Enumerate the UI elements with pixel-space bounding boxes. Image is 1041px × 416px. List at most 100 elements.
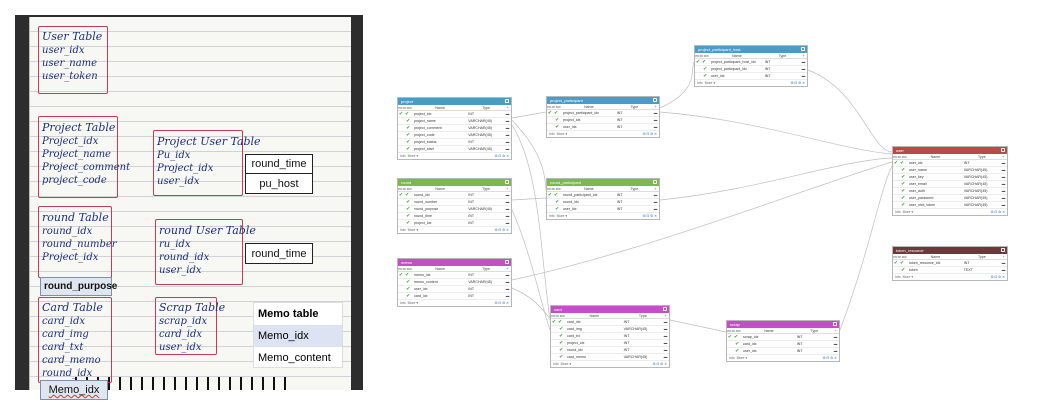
checkmark-icon[interactable]: ✔ <box>901 195 906 201</box>
add-column-icon[interactable]: + <box>664 313 667 318</box>
erd-table-header[interactable]: token_resource <box>893 247 1007 254</box>
add-column-icon[interactable]: + <box>1002 154 1005 159</box>
remove-column-icon[interactable]: ▬ <box>653 111 658 115</box>
checkmark-icon[interactable]: ✔ <box>406 199 411 205</box>
erd-row-flags[interactable]: ✔ <box>551 347 565 353</box>
erd-row-flags[interactable]: ✔ <box>727 348 741 354</box>
checkmark-icon[interactable]: ✔ <box>901 181 906 187</box>
checkmark-icon[interactable]: ✔ <box>703 66 708 72</box>
erd-footer-more-label[interactable]: More ▾ <box>556 214 568 218</box>
erd-row-flags[interactable]: ✔ <box>727 341 741 347</box>
table-settings-icon[interactable] <box>663 307 667 311</box>
erd-table-header[interactable]: card <box>551 306 669 313</box>
table-settings-icon[interactable] <box>505 180 509 184</box>
erd-footer-controls[interactable]: ⊞ ⊟ ⚙ ✕ <box>494 228 509 232</box>
erd-footer-more-label[interactable]: More ▾ <box>736 356 748 360</box>
checkmark-icon[interactable]: ✔ <box>559 347 564 353</box>
erd-footer-controls[interactable]: ⊞ ⊟ ⚙ ✕ <box>642 214 657 218</box>
erd-row-flags[interactable]: ✔ <box>893 167 907 173</box>
erd-table-header[interactable]: round <box>398 179 511 186</box>
checkmark-icon[interactable]: ✔ <box>899 160 905 166</box>
remove-column-icon[interactable]: ▬ <box>1001 161 1006 165</box>
erd-row-flags[interactable]: ✔✔ <box>398 272 412 278</box>
checkmark-icon[interactable]: ✔ <box>899 260 905 266</box>
erd-row-flags[interactable]: ✔ <box>551 333 565 339</box>
add-column-icon[interactable]: + <box>506 105 509 110</box>
remove-column-icon[interactable]: ▬ <box>1001 175 1006 179</box>
erd-footer-controls[interactable]: ⊞ ⊟ ⚙ ✕ <box>822 356 837 360</box>
table-settings-icon[interactable] <box>833 322 837 326</box>
erd-row-flags[interactable]: ✔ <box>547 206 561 212</box>
checkmark-icon[interactable]: ✔ <box>703 73 708 79</box>
remove-column-icon[interactable]: ▬ <box>663 348 668 352</box>
erd-footer-more-label[interactable]: More ▾ <box>407 228 419 232</box>
erd-table-header[interactable]: round_participant <box>547 179 659 186</box>
erd-row-flags[interactable]: ✔ <box>398 132 412 138</box>
erd-row-flags[interactable]: ✔ <box>893 267 907 273</box>
remove-column-icon[interactable]: ▬ <box>505 112 510 116</box>
erd-row-flags[interactable]: ✔ <box>547 117 561 123</box>
erd-footer-more-label[interactable]: More ▾ <box>407 301 419 305</box>
remove-column-icon[interactable]: ▬ <box>663 334 668 338</box>
remove-column-icon[interactable]: ▬ <box>505 207 510 211</box>
remove-column-icon[interactable]: ▬ <box>653 125 658 129</box>
erd-footer-controls[interactable]: ⊞ ⊟ ⚙ ✕ <box>990 210 1005 214</box>
remove-column-icon[interactable]: ▬ <box>663 327 668 331</box>
erd-row-flags[interactable]: ✔ <box>893 202 907 208</box>
remove-column-icon[interactable]: ▬ <box>505 119 510 123</box>
erd-row-flags[interactable]: ✔ <box>551 326 565 332</box>
checkmark-icon[interactable]: ✔ <box>406 279 411 285</box>
erd-row-flags[interactable]: ✔ <box>398 286 412 292</box>
erd-row-flags[interactable]: ✔✔ <box>727 334 741 340</box>
remove-column-icon[interactable]: ▬ <box>505 133 510 137</box>
checkmark-icon[interactable]: ✔ <box>893 160 899 166</box>
erd-row-flags[interactable]: ✔✔ <box>695 59 709 65</box>
checkmark-icon[interactable]: ✔ <box>901 267 906 273</box>
checkmark-icon[interactable]: ✔ <box>406 213 411 219</box>
erd-footer-more-label[interactable]: More ▾ <box>704 81 716 85</box>
erd-footer-controls[interactable]: ⊞ ⊟ ⚙ ✕ <box>990 275 1005 279</box>
remove-column-icon[interactable]: ▬ <box>1001 189 1006 193</box>
table-settings-icon[interactable] <box>653 98 657 102</box>
checkmark-icon[interactable]: ✔ <box>727 334 733 340</box>
checkmark-icon[interactable]: ✔ <box>406 125 411 131</box>
checkmark-icon[interactable]: ✔ <box>733 334 739 340</box>
add-column-icon[interactable]: + <box>506 266 509 271</box>
erd-row-flags[interactable]: ✔ <box>695 73 709 79</box>
checkmark-icon[interactable]: ✔ <box>701 59 707 65</box>
erd-footer-controls[interactable]: ⊞ ⊟ ⚙ ✕ <box>652 362 667 366</box>
remove-column-icon[interactable]: ▬ <box>1001 168 1006 172</box>
erd-row-flags[interactable]: ✔ <box>398 139 412 145</box>
remove-column-icon[interactable]: ▬ <box>833 349 838 353</box>
remove-column-icon[interactable]: ▬ <box>505 147 510 151</box>
erd-row-flags[interactable]: ✔✔ <box>893 160 907 166</box>
erd-footer-more-label[interactable]: More ▾ <box>407 154 419 158</box>
checkmark-icon[interactable]: ✔ <box>547 110 553 116</box>
erd-footer-controls[interactable]: ⊞ ⊟ ⚙ ✕ <box>494 154 509 158</box>
checkmark-icon[interactable]: ✔ <box>553 110 559 116</box>
erd-row-flags[interactable]: ✔✔ <box>398 111 412 117</box>
erd-row-flags[interactable]: ✔ <box>398 206 412 212</box>
